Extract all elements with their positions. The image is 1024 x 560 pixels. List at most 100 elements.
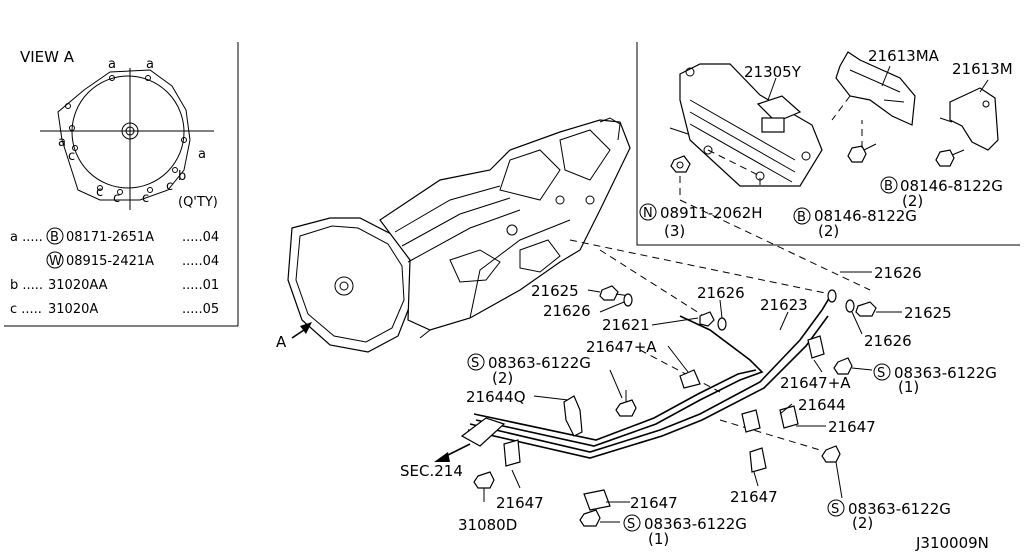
- label-21647-bottom-mid: 21647: [630, 494, 678, 512]
- qty-header: (Q'TY): [178, 195, 218, 210]
- svg-text:B: B: [50, 230, 59, 245]
- bolt-symbol-s: S: [831, 502, 839, 517]
- label-21613ma: 21613MA: [868, 47, 940, 65]
- bolt-s-bottom: [579, 509, 601, 527]
- legend-row-4: c ..... 31020A .....05: [10, 302, 219, 317]
- clamp-21647-bottom-mid: [583, 489, 611, 511]
- arrow-a-label: A: [276, 333, 287, 351]
- label-08146-a: 08146-8122G: [814, 207, 917, 225]
- clamp-21647-bottom-right: [749, 447, 767, 473]
- label-s-bottom-right: 08363-6122G: [848, 500, 951, 518]
- label-21626-mid: 21626: [697, 284, 745, 302]
- bolt-08146-a: [847, 143, 877, 163]
- callout-a: a: [108, 57, 116, 72]
- leader-lines: [511, 271, 902, 523]
- bell-housing-inner: [71, 75, 185, 189]
- callout-a: a: [146, 57, 154, 72]
- qty-08146-a: (2): [818, 222, 839, 240]
- label-21613m: 21613M: [952, 60, 1013, 78]
- qty-08911: (3): [664, 222, 685, 240]
- svg-text:31020A: 31020A: [48, 302, 98, 317]
- clamp-21644q: [563, 395, 583, 437]
- label-21644: 21644: [798, 396, 846, 414]
- view-a-panel: VIEW A a a a a c c c c c b (Q'TY) a ....…: [4, 42, 239, 327]
- svg-text:a .....: a .....: [10, 230, 43, 245]
- label-21626-right-bot: 21626: [864, 332, 912, 350]
- transmission-assembly: [287, 117, 631, 353]
- washer-21626-right: [827, 289, 855, 313]
- qty-08146-b: (2): [902, 192, 923, 210]
- callout-b: b: [178, 169, 186, 184]
- label-31080d: 31080D: [458, 516, 517, 534]
- bracket-21613m: [939, 87, 999, 151]
- cooler-inset: 21305Y 21613MA 21613M N 08911-2062H (3) …: [636, 42, 1020, 246]
- qty-s-bottom: (1): [648, 530, 669, 548]
- svg-text:08171-2651A: 08171-2651A: [66, 230, 154, 245]
- view-a-title: VIEW A: [20, 48, 75, 66]
- fitting-21621: [699, 311, 715, 327]
- qty-s-bottom-right: (2): [852, 514, 873, 532]
- svg-text:.....04: .....04: [182, 230, 219, 245]
- clamp-21647a-left: [679, 369, 701, 389]
- label-08911: 08911-2062H: [660, 204, 763, 222]
- svg-text:31020AA: 31020AA: [48, 278, 108, 293]
- label-21305y: 21305Y: [744, 63, 802, 81]
- bolt-s-bottom-right: [821, 445, 841, 463]
- bell-housing-flange: [57, 69, 191, 201]
- view-a-arrow: A: [276, 322, 312, 351]
- bolt-31080d: [473, 471, 495, 502]
- clamp-21644: [741, 405, 799, 433]
- clamp-21647a-right: [807, 335, 825, 359]
- label-21623: 21623: [760, 296, 808, 314]
- label-21647-right: 21647: [828, 418, 876, 436]
- label-21625-right: 21625: [904, 304, 952, 322]
- qty-s-right: (1): [898, 378, 919, 396]
- label-21626-left: 21626: [543, 302, 591, 320]
- label-21647a-right: 21647+A: [780, 374, 851, 392]
- bolt-21625-left: [599, 285, 631, 301]
- bolt-08146-b: [935, 149, 965, 167]
- bolt-symbol-s: S: [627, 517, 635, 532]
- callout-c: c: [68, 149, 75, 164]
- bolt-symbol-s: S: [877, 366, 885, 381]
- svg-text:c .....: c .....: [10, 302, 42, 317]
- bolt-symbol: B: [797, 210, 806, 225]
- washer-21626-mid: [717, 317, 727, 331]
- sec-214-label: SEC.214: [400, 462, 463, 480]
- svg-text:.....05: .....05: [182, 302, 219, 317]
- label-s-bottom: 08363-6122G: [644, 515, 747, 533]
- bolt-s-left: [615, 390, 637, 417]
- label-21647a-left: 21647+A: [586, 338, 657, 356]
- svg-text:.....01: .....01: [182, 278, 219, 293]
- callout-c: c: [166, 179, 173, 194]
- nut-symbol: N: [643, 206, 653, 221]
- bolt-21625-right: [855, 301, 877, 317]
- qty-s-left: (2): [492, 369, 513, 387]
- callout-c: c: [113, 191, 120, 206]
- label-21621: 21621: [602, 316, 650, 334]
- oil-cooler: [669, 63, 823, 187]
- bolt-symbol: B: [884, 179, 893, 194]
- diagram-code: J310009N: [915, 534, 989, 552]
- label-21626-right-top: 21626: [874, 264, 922, 282]
- label-21647-bottom-right: 21647: [730, 488, 778, 506]
- legend-row-1: a ..... B 08171-2651A .....04: [10, 227, 219, 245]
- callout-c: c: [96, 185, 103, 200]
- label-21644q: 21644Q: [466, 388, 526, 406]
- clamp-21647-left: [503, 439, 521, 467]
- cooler-pipes: [467, 289, 835, 459]
- bracket-21613ma: [835, 51, 916, 126]
- svg-text:.....04: .....04: [182, 254, 219, 269]
- bolt-holes: [65, 75, 187, 195]
- sec-214-arrow: SEC.214: [400, 443, 471, 480]
- bolt-symbol-s: S: [471, 356, 479, 371]
- svg-text:b .....: b .....: [10, 278, 43, 293]
- svg-text:W: W: [49, 254, 62, 269]
- callout-a: a: [198, 147, 206, 162]
- label-21647-left: 21647: [496, 494, 544, 512]
- callout-c: c: [142, 191, 149, 206]
- bolt-s-right: [833, 357, 853, 375]
- callout-a: a: [58, 135, 66, 150]
- nut-08911: [670, 155, 691, 173]
